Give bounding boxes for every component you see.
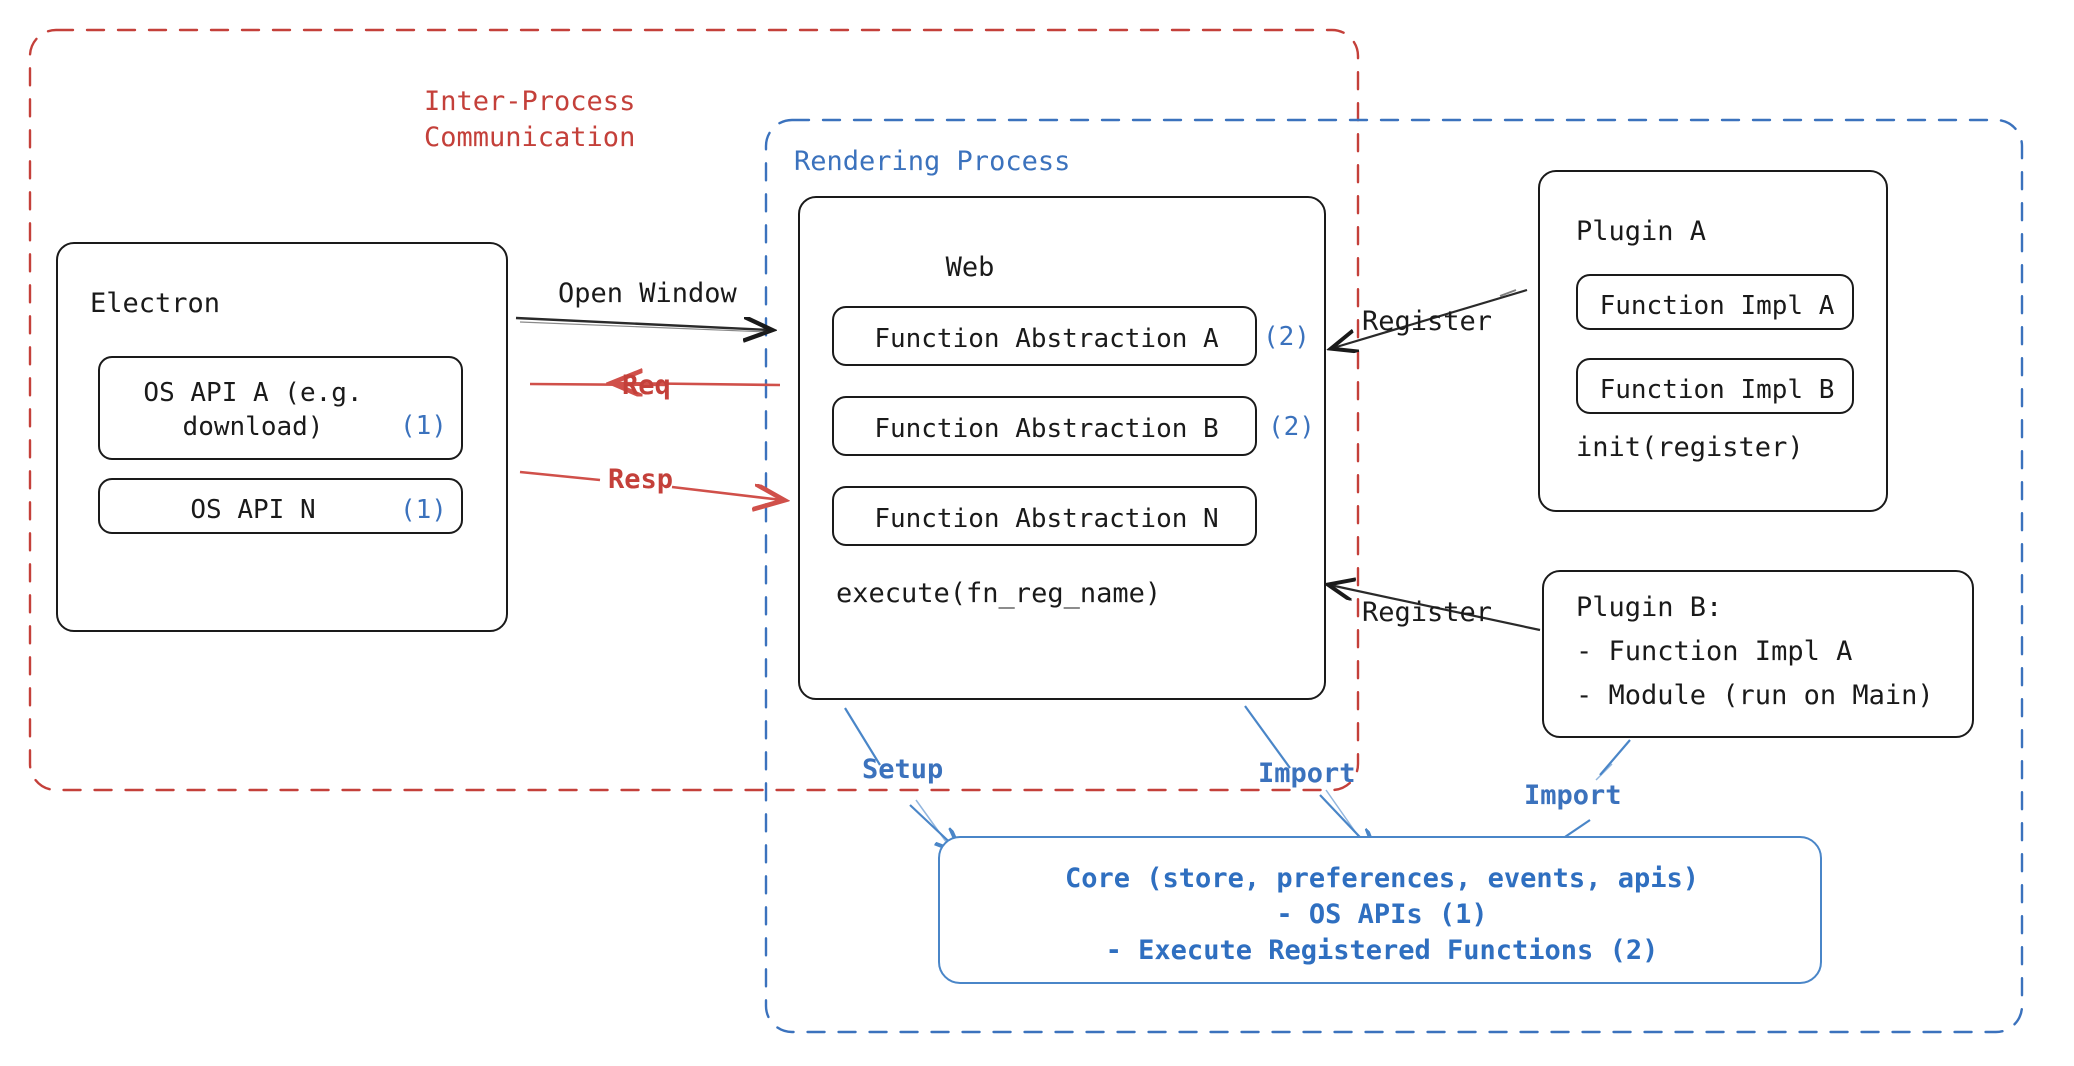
electron-title: Electron: [90, 288, 221, 319]
plugin-a-box[interactable]: Plugin A Function Impl A Function Impl B…: [1538, 170, 1888, 512]
function-abstraction-b-label: Function Abstraction B: [874, 414, 1219, 444]
plugin-a-init-label: init(register): [1576, 432, 1804, 463]
core-line-3: - Execute Registered Functions (2): [1105, 935, 1659, 966]
plugin-b-line-1: - Function Impl A: [1576, 636, 1853, 667]
plugin-b-box[interactable]: Plugin B: - Function Impl A - Module (ru…: [1542, 570, 1974, 738]
rendering-group-label: Rendering Process: [794, 146, 1071, 177]
open-window-arrow: [515, 318, 770, 332]
os-api-n-label: OS API N: [190, 495, 316, 525]
ipc-label-line2: Communication: [424, 121, 636, 153]
resp-arrow-label: Resp: [608, 464, 674, 495]
web-box[interactable]: Web Function Abstraction A (2) Function …: [798, 196, 1326, 700]
os-api-a-box[interactable]: OS API A (e.g. download) (1): [98, 356, 463, 460]
os-api-n-box[interactable]: OS API N (1): [98, 478, 463, 534]
register-plugin-a-label: Register: [1362, 306, 1493, 337]
os-api-a-marker: (1): [400, 411, 447, 441]
web-title: Web: [945, 252, 995, 283]
function-abstraction-a-label: Function Abstraction A: [874, 324, 1219, 354]
plugin-b-line-2: - Module (run on Main): [1576, 680, 1934, 711]
open-window-arrow-label: Open Window: [558, 278, 737, 309]
plugin-a-title: Plugin A: [1576, 216, 1707, 247]
core-line-2: - OS APIs (1): [1276, 899, 1488, 930]
import-plugin-b-arrow-label: Import: [1524, 780, 1622, 811]
plugin-a-function-impl-a-label: Function Impl A: [1599, 291, 1835, 321]
plugin-a-function-impl-a-box[interactable]: Function Impl A: [1576, 274, 1854, 330]
import-web-arrow-label: Import: [1258, 758, 1356, 789]
req-arrow-label: Req: [622, 370, 671, 401]
plugin-a-function-impl-b-box[interactable]: Function Impl B: [1576, 358, 1854, 414]
os-api-a-label: OS API A (e.g. download): [143, 378, 363, 443]
function-abstraction-a-box[interactable]: Function Abstraction A: [832, 306, 1257, 366]
core-box[interactable]: Core (store, preferences, events, apis) …: [938, 836, 1822, 984]
function-abstraction-b-box[interactable]: Function Abstraction B: [832, 396, 1257, 456]
os-api-n-marker: (1): [400, 495, 447, 525]
function-abstraction-n-box[interactable]: Function Abstraction N: [832, 486, 1257, 546]
register-plugin-b-label: Register: [1362, 597, 1493, 628]
plugin-a-function-impl-b-label: Function Impl B: [1599, 375, 1835, 405]
setup-arrow-label: Setup: [862, 754, 944, 785]
ipc-label-line1: Inter-Process: [424, 86, 636, 117]
web-execute-label: execute(fn_reg_name): [836, 578, 1162, 609]
function-abstraction-n-label: Function Abstraction N: [874, 504, 1219, 534]
plugin-b-title: Plugin B:: [1576, 592, 1723, 623]
electron-box[interactable]: Electron OS API A (e.g. download) (1) OS…: [56, 242, 508, 632]
function-abstraction-a-marker: (2): [1263, 322, 1310, 352]
function-abstraction-b-marker: (2): [1268, 412, 1315, 442]
core-line-1: Core (store, preferences, events, apis): [1065, 863, 1699, 894]
